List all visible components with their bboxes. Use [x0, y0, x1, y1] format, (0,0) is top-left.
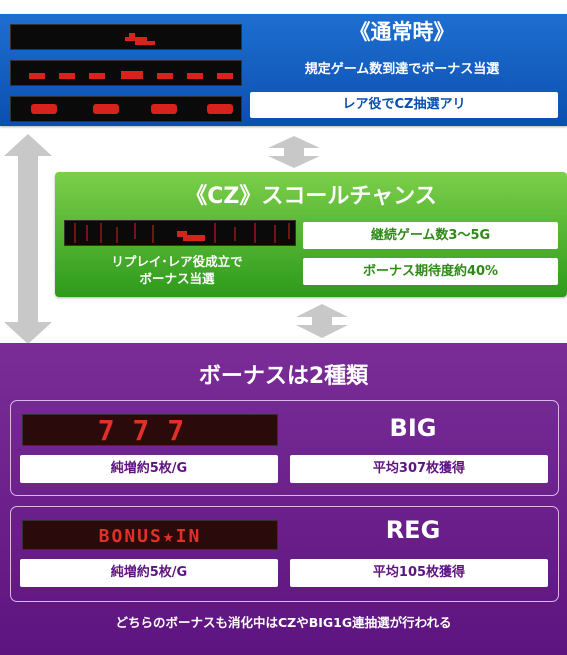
cz-title: 《CZ》スコールチャンス: [185, 184, 437, 209]
big-lcd-text: 777: [98, 415, 203, 445]
cz-duration-box: 継続ゲーム数3～5G: [303, 222, 558, 249]
bonus-footer-note: どちらのボーナスも消化中はCZやBIG1G連抽選が行われる: [115, 615, 452, 630]
reg-lcd-text: BONUS★IN: [99, 526, 202, 547]
big-bonus-frame: [10, 400, 559, 496]
lcd-display-3: [10, 96, 242, 122]
reg-bonus-frame: [10, 506, 559, 602]
bonus-title: ボーナスは2種類: [198, 364, 369, 389]
lcd-rain-icon: [74, 223, 290, 243]
bonus-panel: [0, 343, 567, 655]
normal-mode-subtitle: 規定ゲーム数到達でボーナス当選: [304, 62, 500, 77]
reg-label: REG: [385, 516, 441, 544]
normal-mode-title: 《通常時》: [349, 20, 455, 44]
double-arrow-long-icon: [4, 134, 52, 344]
big-average-box: 平均307枚獲得: [290, 455, 548, 483]
reg-lcd-display: BONUS★IN: [22, 520, 278, 550]
lcd-invaders-row-icon: [29, 71, 233, 79]
reg-average-box: 平均105枚獲得: [290, 559, 548, 587]
reg-net-gain-box: 純増約5枚/G: [20, 559, 278, 587]
double-arrow-short-icon-2: [296, 304, 348, 338]
cz-lottery-box: レア役でCZ抽選アリ: [250, 92, 558, 118]
double-arrow-short-icon-1: [268, 136, 320, 168]
lcd-characters-row-icon: [31, 104, 233, 114]
cz-lcd-display: [64, 220, 296, 246]
cz-description: リプレイ･レア役成立で ボーナス当選: [111, 254, 243, 286]
lcd-display-2: [10, 60, 242, 86]
big-lcd-display: 777: [22, 414, 278, 446]
lcd-invader-icon: [11, 25, 241, 49]
big-net-gain-box: 純増約5枚/G: [20, 455, 278, 483]
cz-bonus-expectation-box: ボーナス期待度約40%: [303, 258, 558, 285]
big-label: BIG: [389, 414, 437, 442]
lcd-display-1: [10, 24, 242, 50]
